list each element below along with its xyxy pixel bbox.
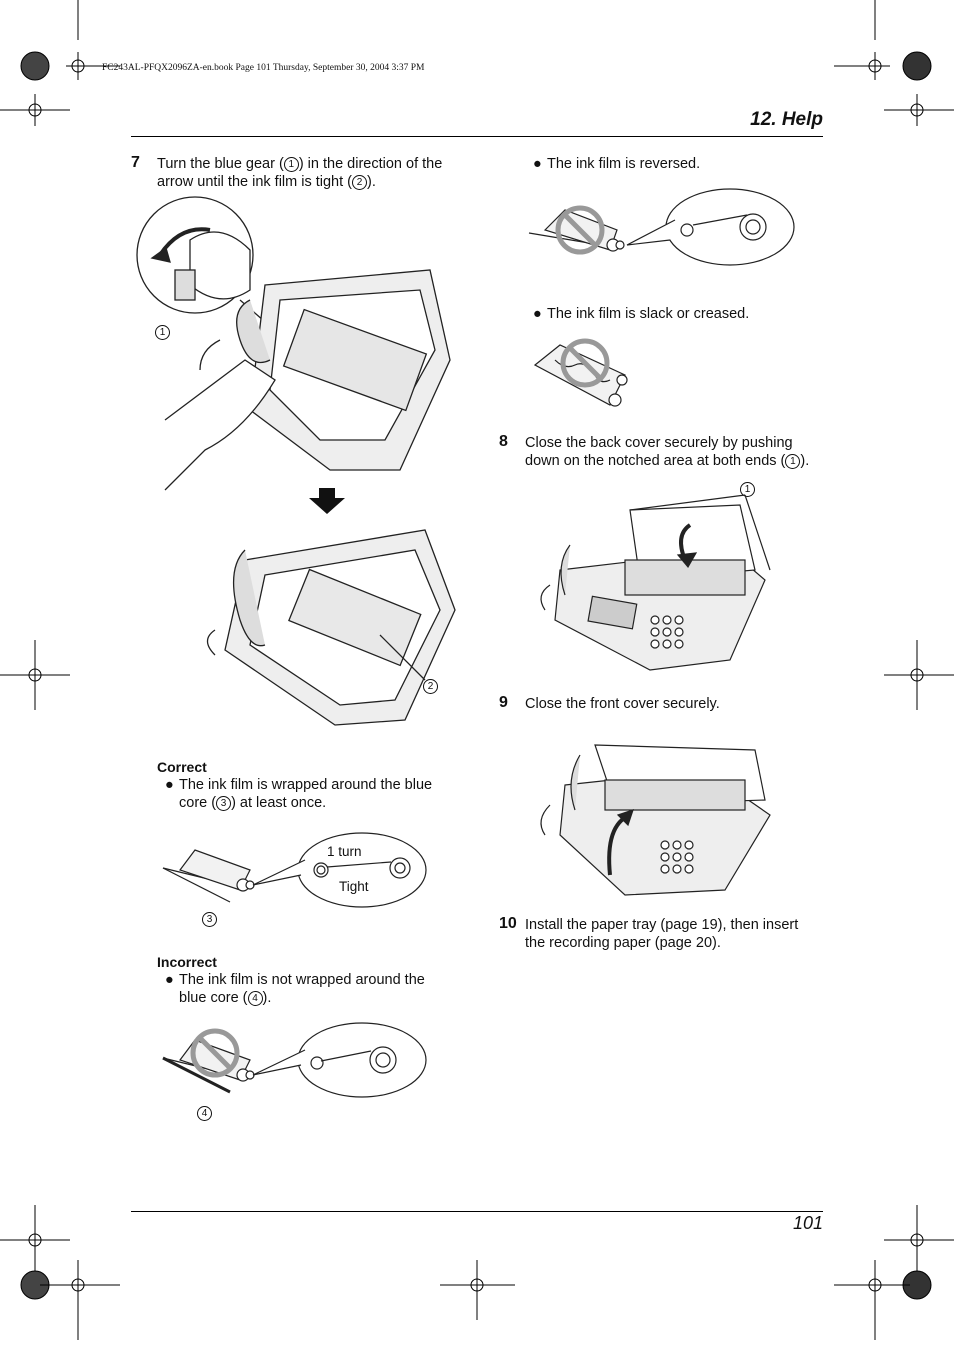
turn-label: 1 turn <box>327 844 362 859</box>
step-7-text: Turn the blue gear (1) in the direction … <box>157 156 443 190</box>
step-7-number: 7 <box>131 154 140 171</box>
fax-close-front-cover-illustration <box>540 744 771 896</box>
header-rule <box>131 136 823 137</box>
slack-film-illustration <box>533 338 628 407</box>
step-9-text: Close the front cover securely. <box>525 696 720 712</box>
callout-4: 4 <box>197 1104 212 1122</box>
ref-circle-2: 2 <box>352 175 368 190</box>
footer-rule <box>131 1211 823 1212</box>
step-9-number: 9 <box>499 694 508 711</box>
slack-bullet: ● The ink film is slack or creased. <box>533 306 750 322</box>
section-title: 12. Help <box>750 109 823 130</box>
step-10-text: Install the paper tray (page 19), then i… <box>525 917 799 951</box>
step-10-number: 10 <box>499 915 517 932</box>
page-number: 101 <box>792 1213 823 1233</box>
step-8-text: Close the back cover securely by pushing… <box>525 435 810 469</box>
step-8-number: 8 <box>499 433 508 450</box>
correct-label: Correct <box>157 759 207 775</box>
callout-3: 3 <box>202 910 217 928</box>
callout-2-step7: 2 <box>423 677 438 695</box>
reversed-film-illustration <box>528 188 795 266</box>
incorrect-label: Incorrect <box>157 954 217 970</box>
correct-film-illustration <box>162 832 427 908</box>
reversed-bullet: ● The ink film is reversed. <box>533 156 701 172</box>
callout-1-step7: 1 <box>155 323 170 341</box>
fax-gear-illustration <box>136 196 451 491</box>
print-header: FC243AL-PFQX2096ZA-en.book Page 101 Thur… <box>102 63 425 73</box>
incorrect-bullet: ● The ink film is not wrapped around the… <box>165 972 425 1006</box>
fax-tight-illustration <box>206 529 456 726</box>
incorrect-film-illustration <box>162 1022 427 1098</box>
down-arrow-icon <box>309 488 345 514</box>
fax-close-back-cover-illustration <box>540 494 771 671</box>
ref-circle-1: 1 <box>283 157 299 172</box>
tight-label: Tight <box>339 879 369 894</box>
callout-1-step8: 1 <box>740 480 755 498</box>
correct-bullet: ● The ink film is wrapped around the blu… <box>165 777 433 811</box>
